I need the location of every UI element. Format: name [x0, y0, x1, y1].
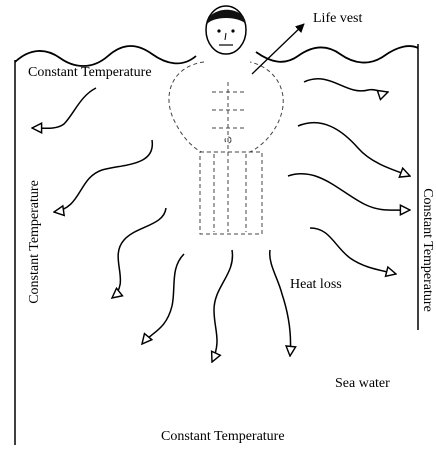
- heat-loss-label: Heat loss: [290, 278, 342, 292]
- heat-arrow-mid-right: [298, 123, 410, 176]
- life-vest-label: Life vest: [313, 12, 362, 26]
- heat-arrow-lower-right: [288, 174, 410, 210]
- top-constant-temperature-label: Constant Temperature: [28, 66, 152, 80]
- heat-arrow-upper-left: [32, 88, 96, 128]
- heat-arrow-upper-right: [304, 79, 388, 93]
- heat-arrow-bottom-left: [142, 254, 184, 344]
- heat-arrow-bottom-center: [212, 250, 232, 362]
- life-vest-pointer: [252, 24, 304, 74]
- heat-arrow-lower-left: [112, 208, 166, 298]
- person-head-icon: [206, 6, 246, 54]
- right-constant-temperature-label: Constant Temperature: [420, 188, 434, 312]
- bottom-constant-temperature-label: Constant Temperature: [161, 430, 285, 444]
- life-vest-body: [169, 62, 283, 234]
- heat-arrow-mid-left: [54, 140, 152, 212]
- sea-water-label: Sea water: [335, 377, 390, 391]
- heat-arrow-far-right: [310, 228, 396, 274]
- left-constant-temperature-label: Constant Temperature: [28, 180, 42, 304]
- heat-arrow-bottom-right: [270, 250, 291, 356]
